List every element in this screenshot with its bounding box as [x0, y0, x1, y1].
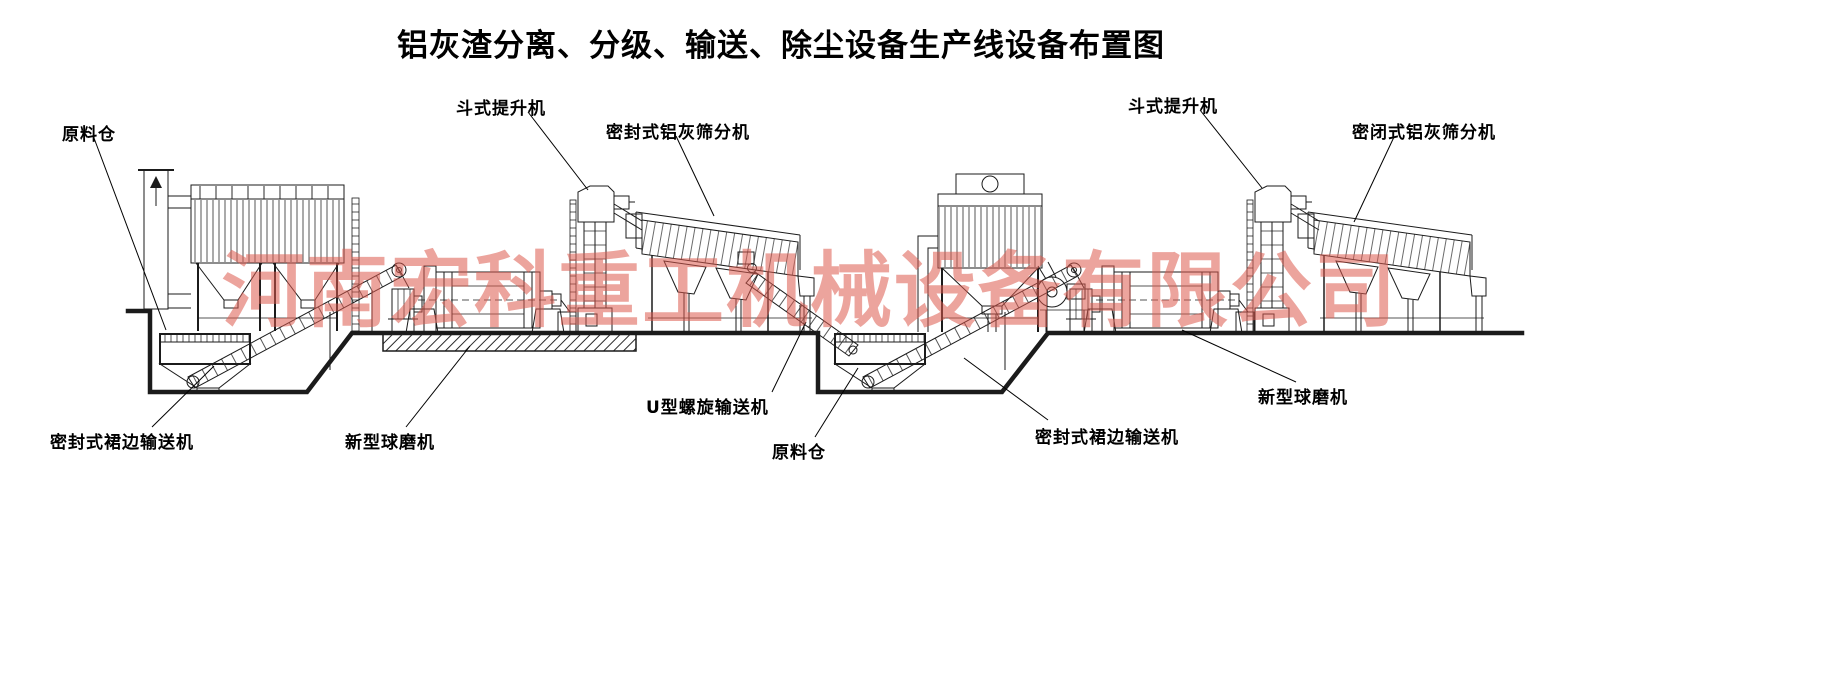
label-raw-material-silo-2: 原料仓 — [772, 443, 826, 463]
label-ball-mill-2: 新型球磨机 — [1258, 388, 1348, 408]
label-u-screw-conveyor: U型螺旋输送机 — [646, 398, 769, 418]
leader-lines — [93, 109, 1395, 438]
label-sealed-skirt-conveyor-1: 密封式裙边输送机 — [50, 433, 194, 453]
label-bucket-elevator-2: 斗式提升机 — [1128, 97, 1218, 117]
label-sealed-skirt-conveyor-2: 密封式裙边输送机 — [1035, 428, 1179, 448]
label-ball-mill-1: 新型球磨机 — [345, 433, 435, 453]
label-enclosed-ash-screener-2: 密闭式铝灰筛分机 — [1352, 123, 1496, 143]
label-raw-material-silo-1: 原料仓 — [62, 125, 116, 145]
page-title: 铝灰渣分离、分级、输送、除尘设备生产线设备布置图 — [397, 28, 1165, 64]
label-sealed-ash-screener-1: 密封式铝灰筛分机 — [606, 123, 750, 143]
dust-collector-1 — [138, 169, 360, 332]
u-screw-conveyor — [737, 251, 859, 357]
raw-material-bin-and-skirt-conveyor-2 — [834, 262, 1085, 393]
label-bucket-elevator-1: 斗式提升机 — [456, 99, 546, 119]
ball-mill-1 — [388, 265, 577, 334]
raw-material-bin-and-skirt-conveyor-1 — [158, 262, 410, 393]
ash-screening-machine-2 — [1297, 211, 1487, 333]
bucket-elevator-1 — [569, 185, 643, 334]
mill-foundation — [382, 333, 637, 352]
ball-mill-2 — [1065, 265, 1255, 334]
bucket-elevator-2 — [1246, 185, 1320, 334]
ash-screening-machine-1 — [625, 211, 815, 332]
dust-collector-2 — [917, 173, 1090, 332]
